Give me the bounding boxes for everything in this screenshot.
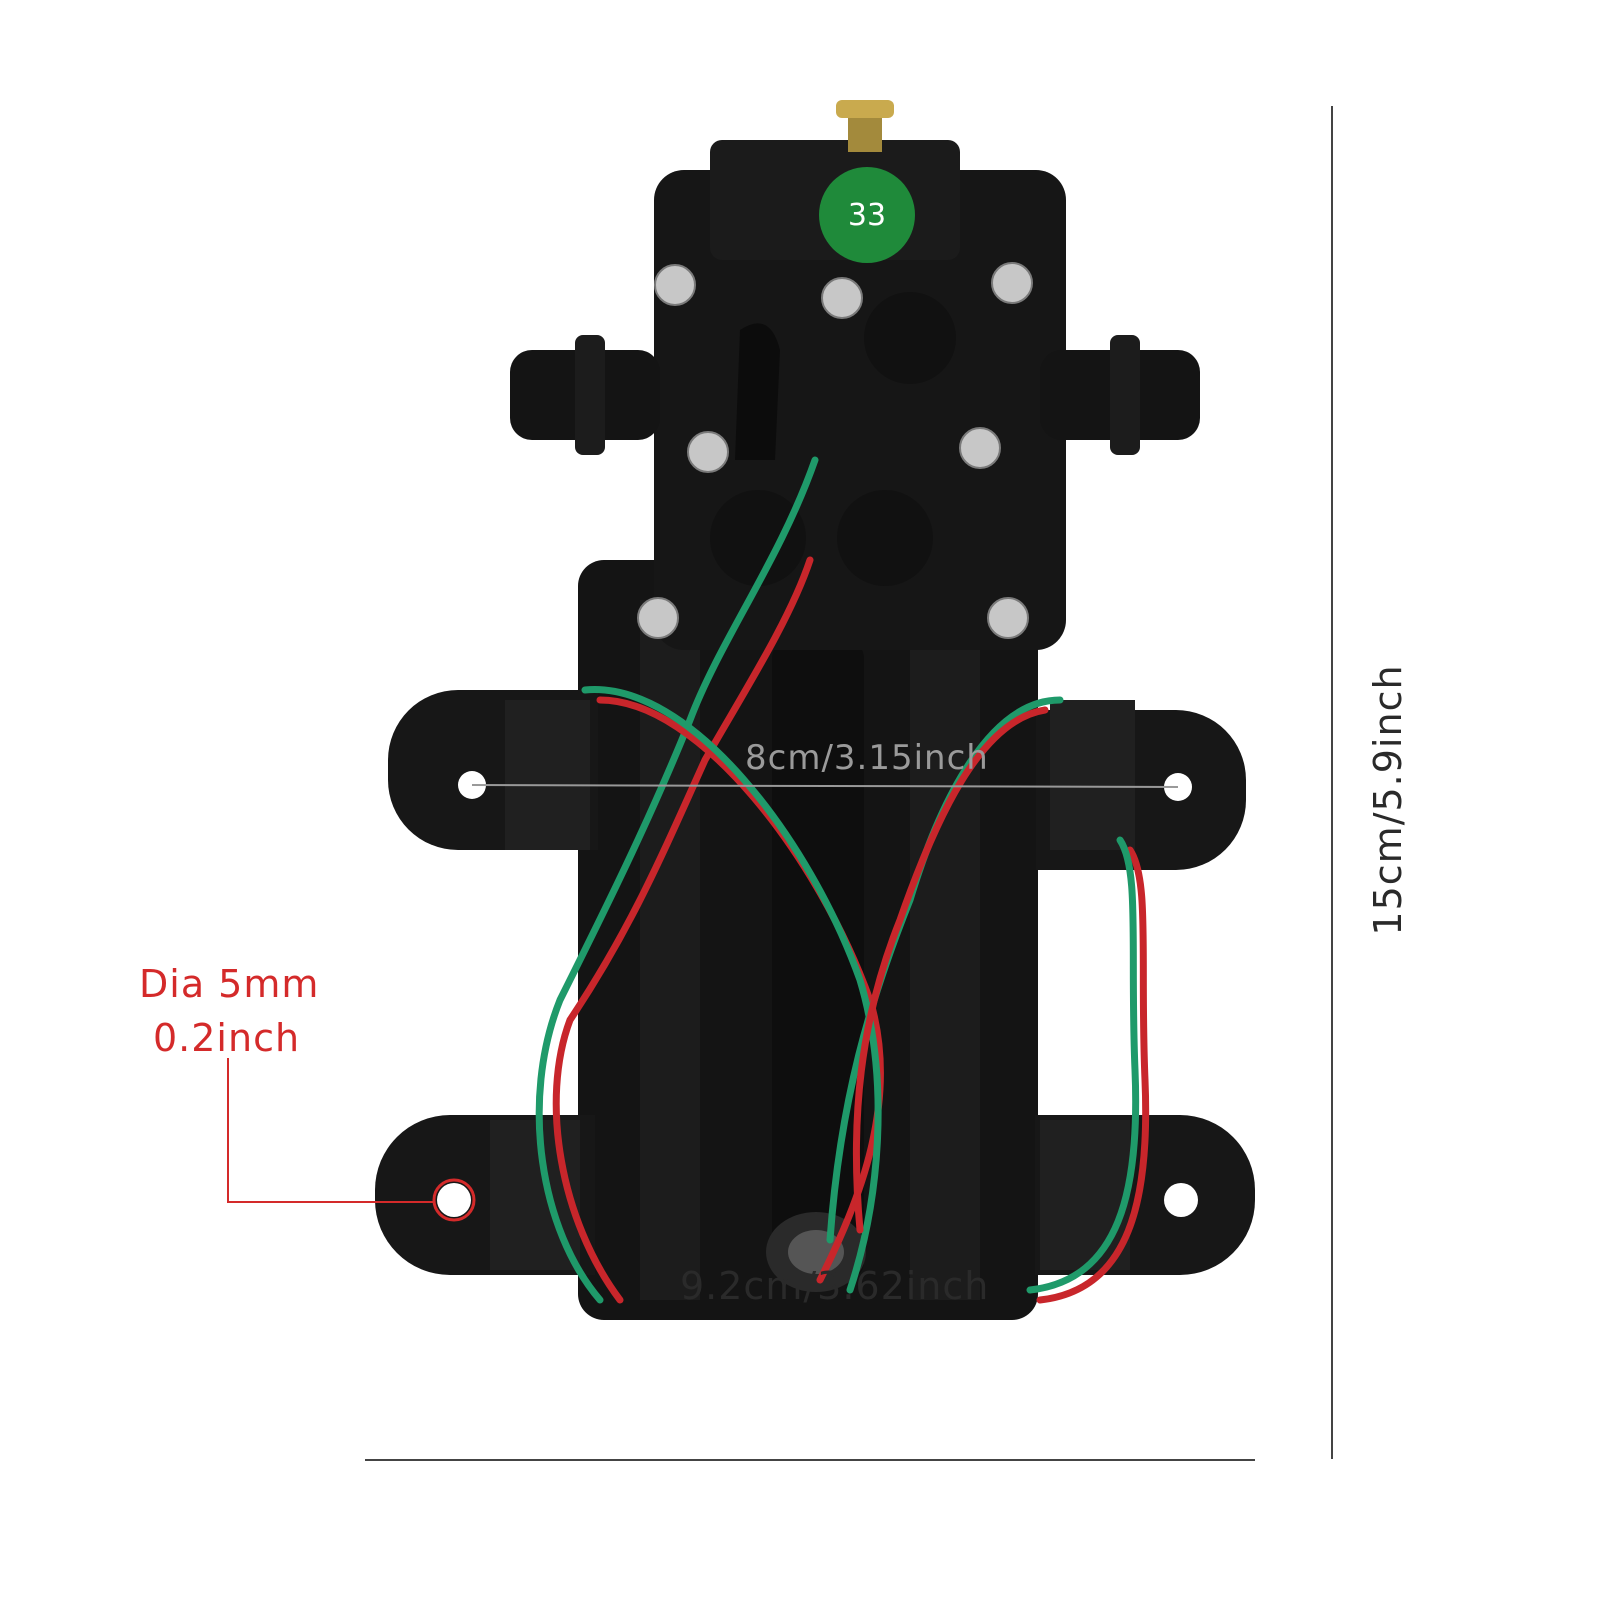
hole-diameter-inch-label: 0.2inch [153,1016,301,1060]
mount-bracket-bottom-right [1035,1115,1255,1275]
badge-text: 33 [848,198,886,233]
mount-spacing-line [471,784,1179,788]
mount-bracket-bottom-left [375,1115,595,1275]
green-badge [819,167,915,263]
inlet-port-left [510,335,660,455]
width-label: 9.2cm/3.62inch [680,1264,990,1308]
pressure-adjust-screw [836,100,894,152]
mount-bracket-top-right [1036,700,1246,870]
height-label: 15cm/5.9inch [1366,664,1410,936]
outlet-port-right [1040,335,1200,455]
mount-bracket-top-left [388,690,598,850]
wires [535,456,1150,1304]
hole-diameter-label: Dia 5mm [139,962,320,1006]
mount-spacing-label: 8cm/3.15inch [745,738,989,778]
screws [637,262,1033,639]
hole-callout-leader [227,1058,434,1203]
